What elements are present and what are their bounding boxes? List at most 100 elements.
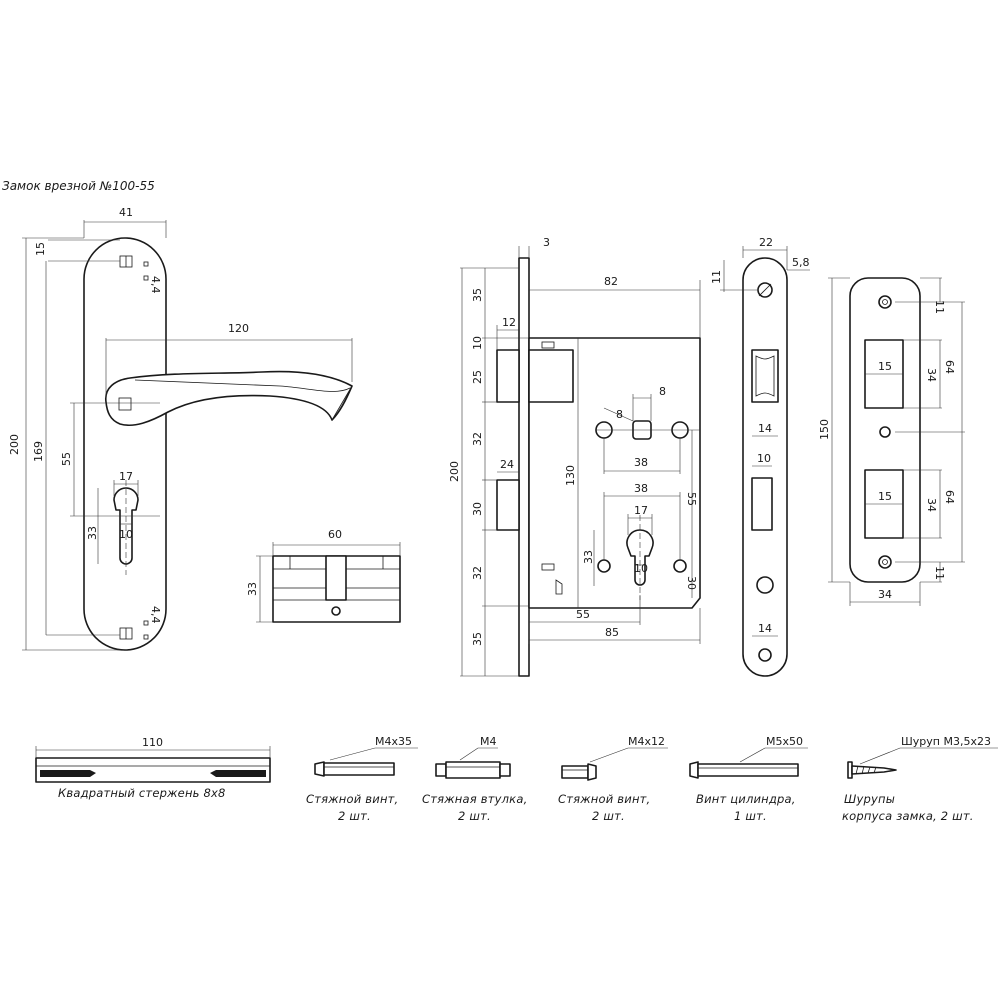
lever-handle xyxy=(105,370,353,427)
bushing-caption2: 2 шт. xyxy=(458,809,491,823)
wood-screws-caption1: Шурупы xyxy=(844,792,895,806)
dim-strike-hole-spacing-bottom: 64 xyxy=(943,490,956,504)
dim-faceplate-screw-offset: 11 xyxy=(710,270,723,284)
dim-backset: 55 xyxy=(576,608,590,621)
bushing-body xyxy=(445,761,501,779)
screw2-caption2: 2 шт. xyxy=(592,809,625,823)
wood-screw-head xyxy=(847,761,853,779)
dim-strike-cutout-width-bottom: 15 xyxy=(878,490,892,503)
strike-plate-view: 11 15 34 64 150 15 34 64 11 34 xyxy=(818,277,965,606)
faceplate-outline xyxy=(742,257,788,677)
dim-strike-height: 150 xyxy=(818,419,831,440)
bushing-caption1: Стяжная втулка, xyxy=(422,792,527,806)
dim-spindle-size: 8 xyxy=(659,385,666,398)
dim-faceplate-edge: 5,8 xyxy=(792,256,810,269)
dim-spindle-length: 110 xyxy=(142,736,163,749)
dim-top-offset: 15 xyxy=(34,242,47,256)
case-slot-bottom xyxy=(541,563,555,571)
dim-strike-hole-spacing-top: 64 xyxy=(943,360,956,374)
bolt-window xyxy=(751,477,773,531)
dim-screw-spacing-top: 38 xyxy=(634,456,648,469)
dim-center-55: 55 xyxy=(685,492,698,506)
strike-screw-top xyxy=(878,295,892,309)
screw1-caption2: 2 шт. xyxy=(338,809,371,823)
dim-plate-height: 200 xyxy=(8,434,21,455)
dim-faceplate-height: 200 xyxy=(448,461,461,482)
faceplate-screw-bottom xyxy=(758,648,772,662)
dim-screw-dia: 8 xyxy=(616,408,623,421)
bushing-end xyxy=(435,763,447,777)
screw2-caption1: Стяжной винт, xyxy=(558,792,650,806)
dim-strike-cutout-height-top: 34 xyxy=(925,368,938,382)
bushing-spec: М4 xyxy=(480,735,497,748)
dim-strike-cutout-height-bottom: 34 xyxy=(925,498,938,512)
handle-backplate xyxy=(83,237,167,651)
latch-bolt-side xyxy=(496,349,520,403)
handle-plate-view: 41 15 4,4 120 200 169 55 17 33 10 4,4 xyxy=(8,206,353,651)
screw-m4x12-shank xyxy=(561,765,589,779)
cyl-screw-head xyxy=(689,761,699,779)
latch-window xyxy=(751,349,779,403)
dim-top-hole: 4,4 xyxy=(149,276,162,294)
cylinder-hole xyxy=(626,529,654,586)
dim-center-distance: 55 xyxy=(60,452,73,466)
wood-screws-caption2: корпуса замка, 2 шт. xyxy=(842,809,974,823)
dim-bolt-window-width: 10 xyxy=(757,452,771,465)
euro-cylinder-view: 60 33 xyxy=(246,528,401,623)
dim-total-depth: 85 xyxy=(605,626,619,639)
dim-strike-bottom-offset: 11 xyxy=(933,566,946,580)
dim-handle-length: 120 xyxy=(228,322,249,335)
dim-screw-spacing-bottom: 38 xyxy=(634,482,648,495)
dim-case-depth: 82 xyxy=(604,275,618,288)
cylinder-cam xyxy=(325,555,347,601)
dim-keyhole-slot: 10 xyxy=(119,528,133,541)
screw1-spec: М4х35 xyxy=(375,735,412,748)
drawing-title: Замок врезной №100-55 xyxy=(2,179,155,193)
wood-screw-body xyxy=(851,765,897,775)
cylinder-screw-hole xyxy=(331,606,341,616)
dim-strike-width: 34 xyxy=(878,588,892,601)
dim-cylinder-length: 60 xyxy=(328,528,342,541)
cyl-screw-caption2: 1 шт. xyxy=(734,809,767,823)
cyl-screw-caption1: Винт цилиндра, xyxy=(696,792,796,806)
accessories-row: 110 Квадратный стержень 8х8 М4х35 Стяжно… xyxy=(35,735,998,823)
lock-body-view: 3 82 35 12 10 25 32 24 200 30 32 35 130 xyxy=(448,236,701,677)
spindle-square-hole xyxy=(118,397,132,411)
dim-keyhole-width: 17 xyxy=(119,470,133,483)
dim-latch-protrusion: 12 xyxy=(502,316,516,329)
dim-cylinder-hole-width: 17 xyxy=(634,504,648,517)
strike-screw-bottom xyxy=(878,555,892,569)
lower-screw-right xyxy=(673,559,687,573)
dim-bolt-protrusion: 24 xyxy=(500,458,514,471)
cyl-screw-shank xyxy=(697,763,799,777)
dim-cylinder-hole-height: 33 xyxy=(582,550,595,564)
latch-bolt-inner xyxy=(528,349,574,403)
dim-cylinder-slot: 10 xyxy=(634,562,648,575)
dim-faceplate-lower: 14 xyxy=(758,622,772,635)
dim-keyhole-height: 33 xyxy=(86,526,99,540)
lock-faceplate-side xyxy=(518,257,530,677)
dim-faceplate-width: 22 xyxy=(759,236,773,249)
lower-screw-left xyxy=(597,559,611,573)
dim-hole-spacing: 169 xyxy=(32,441,45,462)
dim-strike-top-offset: 11 xyxy=(933,300,946,314)
screw-m4x12-head xyxy=(587,763,597,781)
faceplate-screw-lower xyxy=(756,576,774,594)
dim-strike-cutout-width-top: 15 xyxy=(878,360,892,373)
screw2-spec: М4х12 xyxy=(628,735,665,748)
dim-case-height: 130 xyxy=(564,465,577,486)
lock-case xyxy=(528,337,701,609)
dim-latch-to-bolt: 32 xyxy=(471,432,484,446)
strike-screw-middle xyxy=(879,426,891,438)
screw1-caption1: Стяжной винт, xyxy=(306,792,398,806)
dim-latch-window-width: 14 xyxy=(758,422,772,435)
dim-latch-offset: 10 xyxy=(471,336,484,350)
dim-plate-width: 41 xyxy=(119,206,133,219)
faceplate-front-view: 22 5,8 11 14 10 14 xyxy=(710,236,810,677)
dim-bottom-hole: 4,4 xyxy=(149,606,162,624)
dead-bolt-side xyxy=(496,479,520,531)
case-slot-top xyxy=(541,341,555,349)
dim-lower-32: 32 xyxy=(471,566,484,580)
dim-bolt-height: 30 xyxy=(471,502,484,516)
